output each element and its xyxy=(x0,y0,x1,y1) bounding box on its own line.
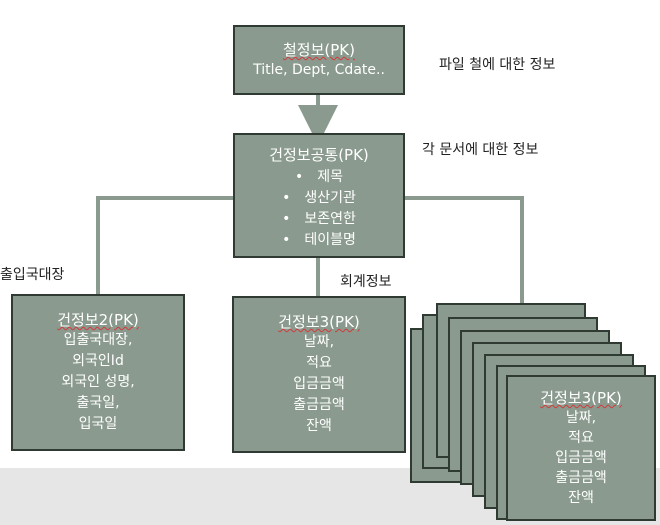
common-item-retention: 보존연한 xyxy=(235,209,403,230)
stack-front-line-4: 출금금액 xyxy=(555,470,607,486)
stack-front-line-3: 입금금액 xyxy=(555,450,607,466)
immigration-box: 건정보2(PK) 입출국대장, 외국인Id 외국인 성명, 출국일, 입국일 xyxy=(11,294,185,451)
common-box-items: 제목 생산기관 보존연한 테이블명 xyxy=(235,167,403,251)
accounting-line-5: 잔액 xyxy=(306,418,332,434)
stack-front-box: 건정보3(PK) 날짜, 적요 입금금액 출금금액 잔액 xyxy=(506,375,656,521)
common-item-agency: 생산기관 xyxy=(235,188,403,209)
connector-to-stack xyxy=(404,196,524,304)
immigration-line-4: 출국일, xyxy=(76,395,120,411)
immigration-line-5: 입국일 xyxy=(78,416,118,432)
accounting-line-4: 출금금액 xyxy=(293,397,345,413)
accounting-line-3: 입금금액 xyxy=(293,376,345,392)
common-item-table: 테이블명 xyxy=(235,230,403,251)
top-box-fields: Title, Dept, Cdate.. xyxy=(253,62,385,78)
stack-front-line-5: 잔액 xyxy=(568,490,594,506)
accounting-box-title: 건정보3(PK) xyxy=(278,313,360,331)
common-info-box: 건정보공통(PK) 제목 생산기관 보존연한 테이블명 xyxy=(233,133,405,258)
stack-front-line-1: 날짜, xyxy=(565,410,597,426)
accounting-box: 건정보3(PK) 날짜, 적요 입금금액 출금금액 잔액 xyxy=(232,296,406,453)
label-doc-info: 각 문서에 대한 정보 xyxy=(422,142,539,158)
common-box-title: 건정보공통(PK) xyxy=(269,146,369,164)
accounting-line-2: 적요 xyxy=(306,355,332,371)
label-accounting: 회계정보 xyxy=(340,274,392,290)
label-immigration: 출입국대장 xyxy=(0,267,65,283)
immigration-box-title: 건정보2(PK) xyxy=(57,311,139,329)
top-box-title: 철정보(PK) xyxy=(283,41,355,59)
immigration-line-1: 입출국대장, xyxy=(63,332,133,348)
stack-front-line-2: 적요 xyxy=(568,430,594,446)
immigration-line-2: 외국인Id xyxy=(72,353,124,369)
file-info-box: 철정보(PK) Title, Dept, Cdate.. xyxy=(233,25,405,95)
accounting-line-1: 날짜, xyxy=(303,334,335,350)
stack-front-title: 건정보3(PK) xyxy=(540,389,622,407)
common-item-title: 제목 xyxy=(235,167,403,188)
immigration-line-3: 외국인 성명, xyxy=(61,374,135,390)
connector-to-immigration xyxy=(96,196,234,296)
label-file-info: 파일 철에 대한 정보 xyxy=(439,57,556,73)
